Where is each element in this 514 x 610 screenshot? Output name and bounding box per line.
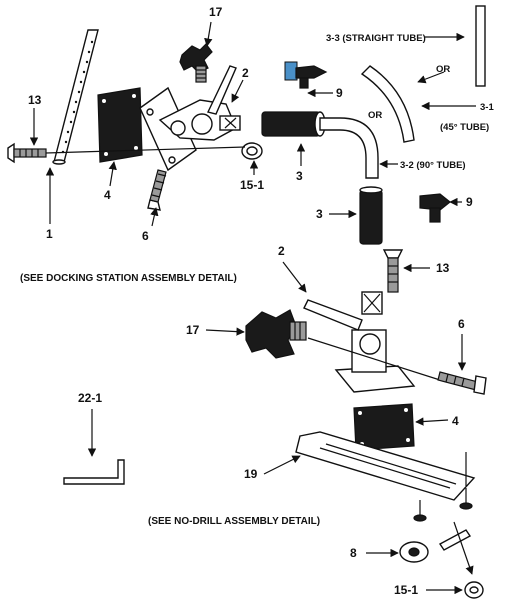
callout-4-bottom: 4: [452, 414, 459, 428]
tube-part: [261, 111, 326, 137]
callout-9-mid: 9: [466, 195, 473, 209]
carriage-bolt-part: [437, 371, 487, 395]
callout-22-1: 22-1: [78, 391, 102, 405]
docking-post-part: [52, 29, 99, 165]
callout-4-left: 4: [104, 188, 111, 202]
callout-3-1-subtitle: (45° TUBE): [440, 122, 489, 133]
or-label-2: OR: [368, 110, 382, 121]
callout-2-top: 2: [242, 66, 249, 80]
no-drill-plate-part: [295, 431, 476, 522]
callout-3-2-90-tube: 3-2 (90° TUBE): [400, 160, 466, 171]
carriage-bolt-part: [147, 169, 167, 211]
base-mount-part: [139, 65, 241, 172]
callout-15-1-bottom: 15-1: [394, 583, 418, 597]
callout-6-top: 6: [142, 229, 149, 243]
callout-3-1: 3-1: [480, 102, 494, 113]
elbow-tube-90-part: [319, 117, 379, 179]
screw-part: [7, 142, 47, 164]
star-knob-part: [245, 309, 307, 359]
base-mount-part: [303, 291, 416, 393]
callout-3-3-straight-tube: 3-3 (STRAIGHT TUBE): [326, 33, 426, 44]
callout-13-left: 13: [28, 93, 42, 107]
leader-lines: [29, 21, 476, 595]
callout-6-bottom: 6: [458, 317, 465, 331]
rubber-pad-part: [353, 403, 415, 451]
or-label-1: OR: [436, 64, 450, 75]
callout-8: 8: [350, 546, 357, 560]
callout-15-1-top: 15-1: [240, 178, 264, 192]
tube-clamp-knob-part: [284, 61, 328, 89]
callout-2-bottom: 2: [278, 244, 285, 258]
washer-part: [399, 541, 429, 563]
tube-clamp-knob-part: [419, 193, 451, 223]
lock-nut-part: [464, 581, 484, 599]
callout-19: 19: [244, 467, 258, 481]
screw-part: [382, 249, 404, 293]
callout-13-mid: 13: [436, 261, 450, 275]
straight-tube-part: [475, 5, 486, 87]
hex-key-part: [63, 459, 125, 485]
lock-nut-part: [241, 142, 263, 160]
callout-9-top: 9: [336, 86, 343, 100]
elbow-tube-45-part: [360, 65, 415, 143]
callout-3-top: 3: [296, 169, 303, 183]
no-drill-note: (SEE NO-DRILL ASSEMBLY DETAIL): [148, 516, 320, 527]
tube-part: [359, 186, 383, 245]
docking-station-note: (SEE DOCKING STATION ASSEMBLY DETAIL): [20, 273, 237, 284]
callout-17-top: 17: [209, 5, 223, 19]
star-knob-part: [179, 43, 213, 83]
callout-1: 1: [46, 227, 53, 241]
rubber-pad-part: [97, 87, 143, 163]
callout-17-bottom: 17: [186, 323, 200, 337]
callout-3-mid: 3: [316, 207, 323, 221]
